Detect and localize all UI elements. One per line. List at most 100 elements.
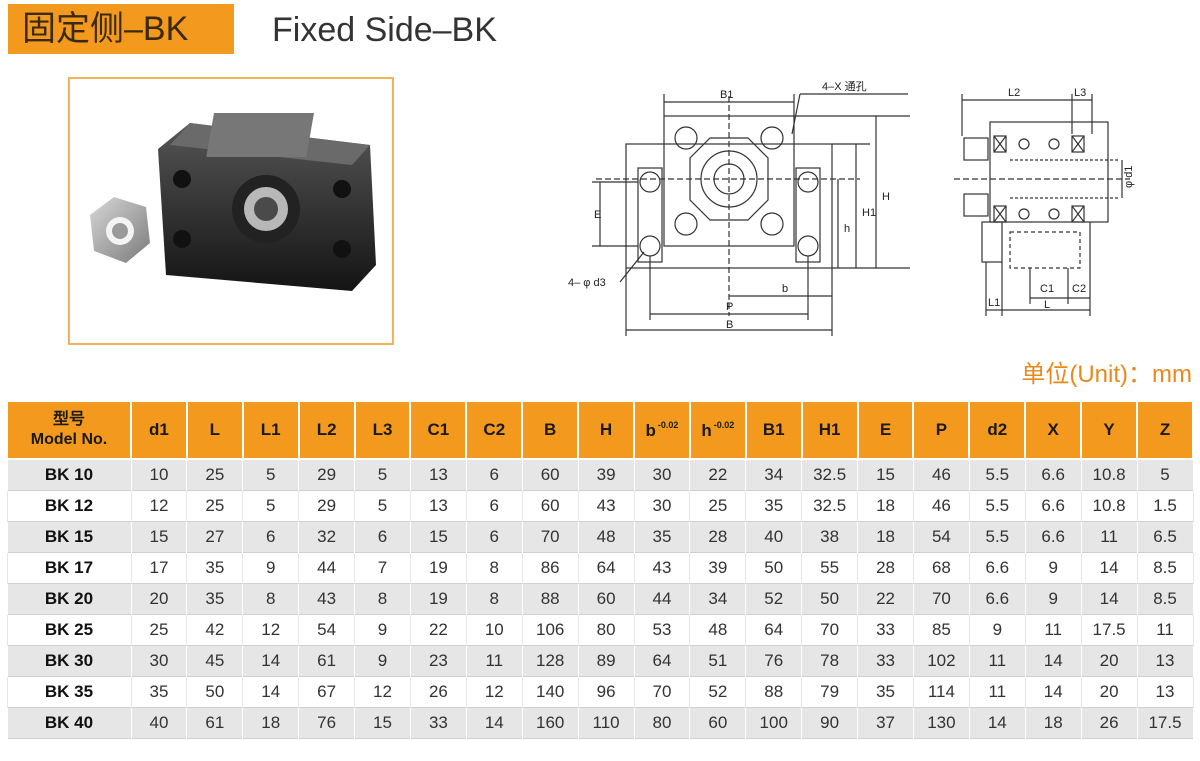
cell-b: 106 [521, 614, 579, 646]
cell-b: 35 [633, 521, 691, 553]
column-header-c2: C2 [465, 400, 524, 460]
cell-h: 39 [689, 552, 747, 584]
cell-b: 86 [521, 552, 579, 584]
cell-p: 46 [912, 459, 970, 491]
column-header-x: X [1024, 400, 1083, 460]
cell-l2: 76 [298, 707, 356, 739]
cell-x: 6.6 [1024, 459, 1082, 491]
cell-d2: 5.5 [968, 521, 1026, 553]
cell-c1: 13 [409, 459, 467, 491]
cell-l1: 5 [242, 490, 300, 522]
cell-h: 39 [577, 459, 635, 491]
label-L1: L1 [988, 297, 1000, 309]
cell-e: 37 [857, 707, 914, 739]
cell-c1: 22 [409, 614, 467, 646]
model-cell: BK 10 [6, 459, 132, 491]
tolerance-b: -0.02 [657, 419, 679, 430]
cell-p: 85 [912, 614, 970, 646]
cell-b1: 50 [745, 552, 803, 584]
cell-d1: 12 [130, 490, 188, 522]
cell-l2: 29 [298, 490, 356, 522]
model-header-en: Model No. [30, 431, 108, 448]
cell-c2: 10 [465, 614, 523, 646]
cell-y: 26 [1080, 707, 1138, 739]
cell-e: 33 [857, 614, 914, 646]
label-through-holes: 4–X 通孔 [822, 80, 867, 93]
label-H1: H1 [862, 207, 876, 219]
column-header-h1: H1 [800, 400, 859, 460]
cell-z: 8.5 [1136, 583, 1194, 615]
cell-b: 30 [633, 490, 691, 522]
cell-x: 6.6 [1024, 490, 1082, 522]
cell-h1: 32.5 [801, 490, 859, 522]
cell-e: 33 [857, 645, 914, 677]
cell-c2: 6 [465, 490, 523, 522]
cell-p: 68 [912, 552, 970, 584]
cell-y: 14 [1080, 552, 1138, 584]
cell-c2: 6 [465, 459, 523, 491]
model-cell: BK 30 [6, 645, 132, 677]
cell-x: 14 [1024, 645, 1082, 677]
cell-h: 28 [689, 521, 747, 553]
cell-h: 96 [577, 676, 635, 708]
cell-h: 51 [689, 645, 747, 677]
cell-l3: 12 [354, 676, 411, 708]
cell-d2: 5.5 [968, 490, 1026, 522]
cell-l: 27 [186, 521, 244, 553]
cell-y: 10.8 [1080, 490, 1138, 522]
cell-c1: 15 [409, 521, 467, 553]
cell-d2: 5.5 [968, 459, 1026, 491]
cell-l2: 54 [298, 614, 356, 646]
front-view-drawing: B1 4–X 通孔 E h H1 H 4– φ d3 b P B [560, 76, 920, 343]
cell-l2: 32 [298, 521, 356, 553]
cell-l1: 14 [242, 645, 300, 677]
cell-l2: 44 [298, 552, 356, 584]
cell-h1: 79 [801, 676, 859, 708]
cell-y: 11 [1080, 521, 1138, 553]
column-header-l: L [185, 400, 244, 460]
cell-l2: 29 [298, 459, 356, 491]
cell-l3: 15 [354, 707, 411, 739]
cell-b1: 100 [745, 707, 803, 739]
cell-x: 11 [1024, 614, 1082, 646]
model-header-cn: 型号 [52, 411, 85, 428]
tolerance-h: -0.02 [713, 419, 735, 430]
label-E: E [594, 209, 601, 221]
label-C2: C2 [1072, 283, 1086, 295]
cell-l1: 8 [242, 583, 300, 615]
cell-c2: 6 [465, 521, 523, 553]
cell-d1: 10 [130, 459, 188, 491]
cell-z: 8.5 [1136, 552, 1194, 584]
model-cell: BK 25 [6, 614, 132, 646]
label-B: B [726, 319, 733, 331]
column-header-d1: d1 [130, 400, 188, 460]
cell-l: 61 [186, 707, 244, 739]
cell-e: 35 [857, 676, 914, 708]
cell-c2: 8 [465, 552, 523, 584]
cell-y: 20 [1080, 645, 1138, 677]
model-header: 型号 Model No. [6, 400, 132, 460]
cell-p: 46 [912, 490, 970, 522]
cell-c1: 19 [409, 583, 467, 615]
cell-h: 34 [689, 583, 747, 615]
cell-e: 15 [857, 459, 914, 491]
model-cell: BK 17 [6, 552, 132, 584]
cell-b1: 34 [745, 459, 803, 491]
cell-l1: 5 [242, 459, 300, 491]
cell-c1: 13 [409, 490, 467, 522]
cell-h: 80 [577, 614, 635, 646]
cell-c2: 8 [465, 583, 523, 615]
cell-d2: 14 [968, 707, 1026, 739]
cell-b: 70 [521, 521, 579, 553]
cell-b: 60 [521, 490, 579, 522]
cell-e: 18 [857, 521, 914, 553]
cell-h: 60 [689, 707, 747, 739]
cell-x: 9 [1024, 552, 1082, 584]
cell-l1: 18 [242, 707, 300, 739]
title-chinese: 固定侧–BK [8, 4, 234, 54]
cell-b: 43 [633, 552, 691, 584]
cell-b: 70 [633, 676, 691, 708]
